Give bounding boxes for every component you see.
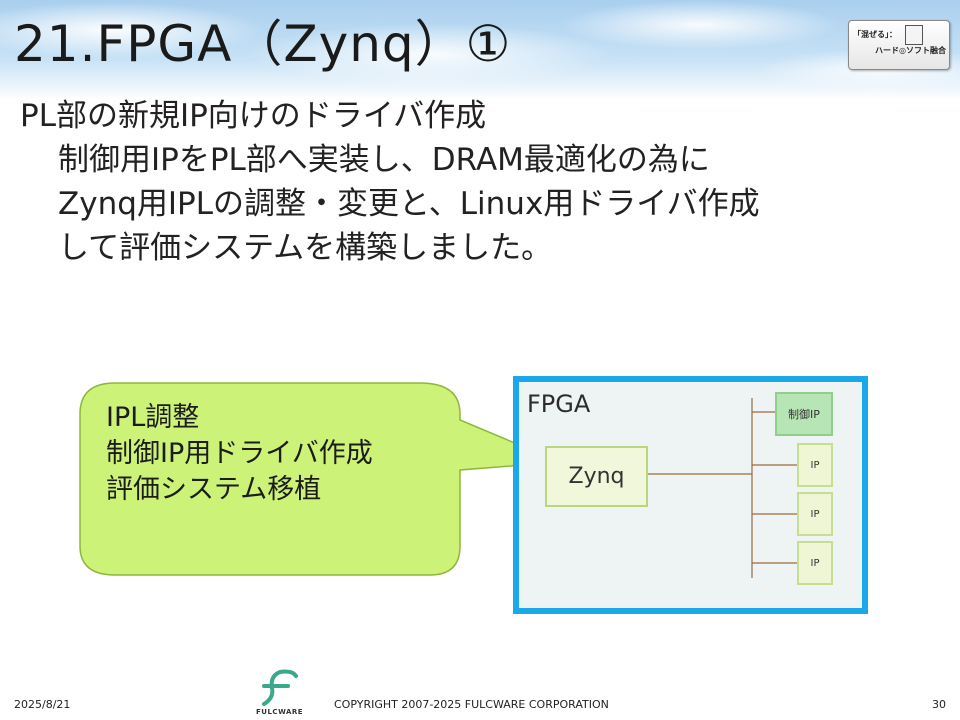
ip-block: IP [797, 541, 833, 585]
body-line: して評価システムを構築しました。 [58, 230, 553, 266]
logo-badge-line2: ハード◎ソフト融合 [875, 46, 946, 55]
body-line: Zynq用IPLの調整・変更と、Linux用ドライバ作成 [58, 186, 760, 222]
hardware-software-fusion-logo: 「混ぜる」： ハード◎ソフト融合 [848, 20, 950, 70]
slide-title: 21.FPGA（Zynq）① [14, 15, 512, 73]
fpga-label: FPGA [527, 390, 591, 418]
ip-block: IP [797, 443, 833, 487]
callout-line: IPL調整 [106, 402, 200, 433]
logo-badge-line1: 「混ぜる」： [853, 30, 897, 39]
body-line: 制御用IPをPL部へ実装し、DRAM最適化の為に [58, 142, 710, 178]
footer-date: 2025/8/21 [14, 698, 71, 711]
page-number: 30 [932, 698, 946, 711]
callout-text: IPL調整 制御IP用ドライバ作成 評価システム移植 [106, 400, 373, 508]
callout-shape [79, 382, 561, 576]
zynq-block: Zynq [545, 446, 648, 507]
callout-line: 評価システム移植 [106, 474, 322, 505]
footer-copyright: COPYRIGHT 2007-2025 FULCWARE CORPORATION [334, 698, 609, 711]
ip-block: IP [797, 492, 833, 536]
fulcware-logo: FULCWARE [252, 668, 304, 718]
fulcware-mark-icon [262, 669, 298, 706]
slide-body-text: 制御用IPをPL部へ実装し、DRAM最適化の為に Zynq用IPLの調整・変更と… [58, 138, 760, 270]
callout-line: 制御IP用ドライバ作成 [106, 438, 373, 469]
slide-heading: PL部の新規IP向けのドライバ作成 [20, 98, 487, 134]
control-ip-block: 制御IP [775, 392, 833, 436]
fulcware-brand-text: FULCWARE [256, 708, 304, 716]
chip-icon [905, 25, 923, 45]
header-sky-background [0, 0, 960, 100]
